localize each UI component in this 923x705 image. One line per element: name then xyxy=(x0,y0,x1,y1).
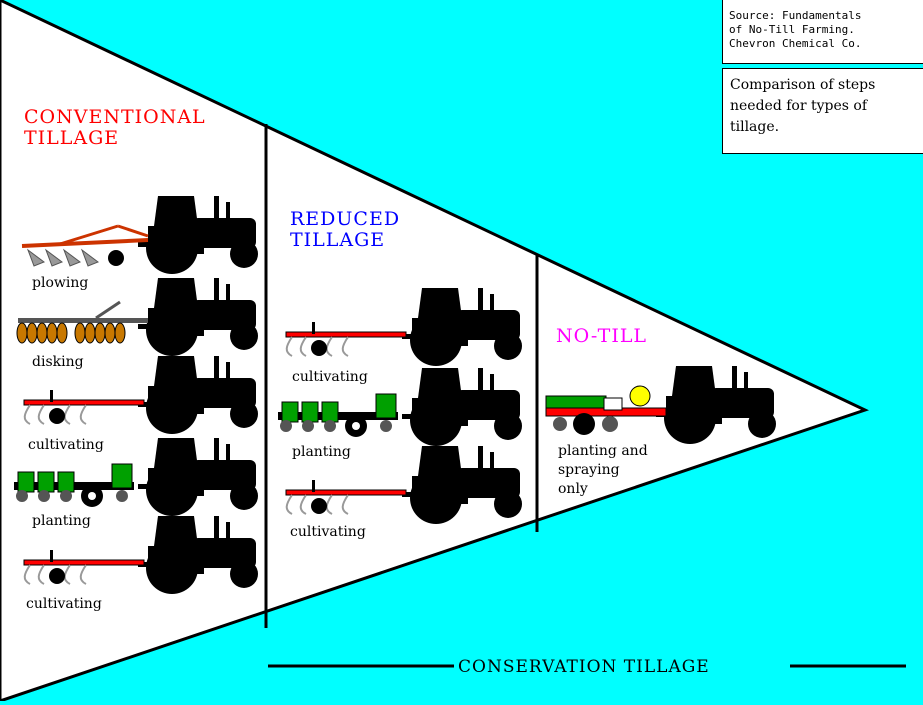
note-line-3: tillage. xyxy=(730,119,780,135)
notill-step-line-3: only xyxy=(558,481,588,497)
conventional-title-line-1: CONVENTIONAL xyxy=(24,106,206,128)
note-box: Comparison of steps needed for types of … xyxy=(722,68,923,154)
source-line-3: Chevron Chemical Co. xyxy=(729,37,862,50)
reduced-title-line-1: REDUCED xyxy=(290,208,400,230)
disking-tractor-icon xyxy=(16,278,258,356)
footer-label: CONSERVATION TILLAGE xyxy=(458,657,710,677)
step-disking-label: disking xyxy=(32,354,84,370)
notill-title: NO-TILL xyxy=(556,325,647,347)
reduced-step-cultivating-1-label: cultivating xyxy=(292,369,368,385)
source-line-2: of No-Till Farming. xyxy=(729,23,855,36)
notill-step-line-1: planting and xyxy=(558,443,648,459)
planting-spraying-tractor-icon xyxy=(545,366,776,444)
reduced-step-cultivating-2-label: cultivating xyxy=(290,524,366,540)
step-cultivating-1-label: cultivating xyxy=(28,437,104,453)
plowing-tractor-icon xyxy=(21,196,258,274)
conventional-title-line-2: TILLAGE xyxy=(24,127,119,149)
note-line-1: Comparison of steps xyxy=(730,77,876,93)
note-line-2: needed for types of xyxy=(730,98,868,114)
step-plowing-label: plowing xyxy=(32,275,88,291)
reduced-step-planting-label: planting xyxy=(292,444,351,460)
step-planting-label: planting xyxy=(32,513,91,529)
source-box: Source: Fundamentals of No-Till Farming.… xyxy=(722,0,923,64)
notill-step-line-2: spraying xyxy=(558,462,620,478)
step-cultivating-2-label: cultivating xyxy=(26,596,102,612)
source-line-1: Source: Fundamentals xyxy=(729,9,862,22)
reduced-title-line-2: TILLAGE xyxy=(290,229,385,251)
